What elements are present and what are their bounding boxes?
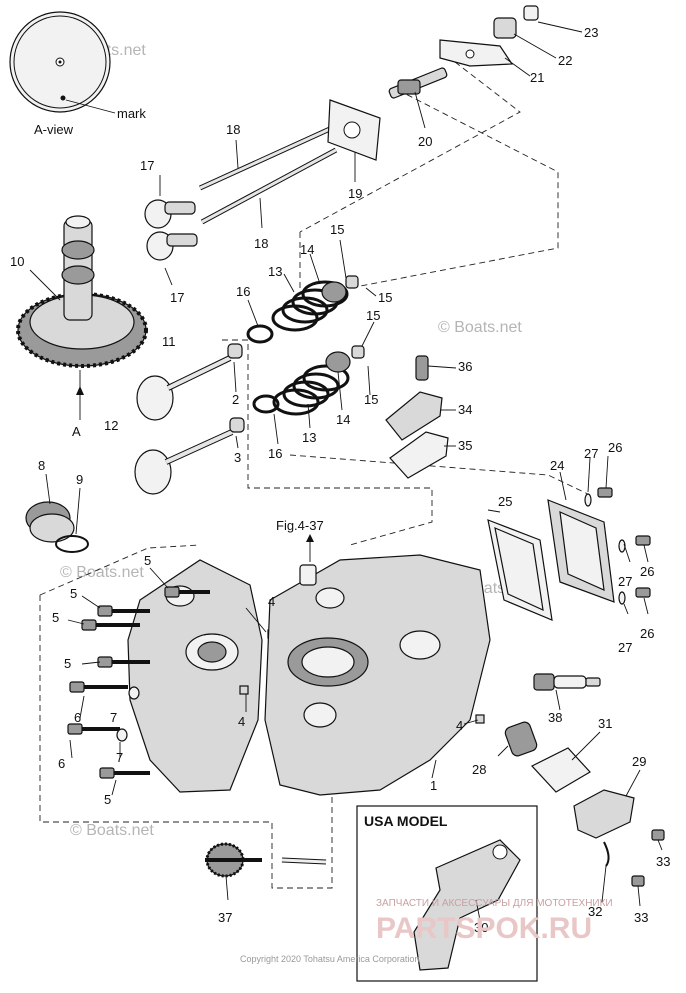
callout-16b: 16	[268, 446, 282, 461]
callout-13a: 13	[268, 264, 282, 279]
callout-15b: 15	[378, 290, 392, 305]
callout-32: 32	[588, 904, 602, 919]
callout-27a: 27	[584, 446, 598, 461]
callout-5e: 5	[104, 792, 111, 807]
callout-5b: 5	[70, 586, 77, 601]
callout-26a: 26	[608, 440, 622, 455]
callout-9: 9	[76, 472, 83, 487]
usa-model-label: USA MODEL	[364, 813, 448, 829]
callout-37: 37	[218, 910, 232, 925]
callout-15c: 15	[366, 308, 380, 323]
callout-27b: 27	[618, 574, 632, 589]
mark-label: mark	[117, 106, 146, 121]
callout-21: 21	[530, 70, 544, 85]
callout-36: 36	[458, 359, 472, 374]
callout-5d: 5	[64, 656, 71, 671]
usa-model-inset: USA MODEL	[356, 805, 538, 982]
copyright-text: Copyright 2020 Tohatsu America Corporati…	[240, 954, 419, 964]
a-view-detail: mark A-view	[9, 11, 146, 137]
callout-4a: 4	[268, 594, 275, 609]
callout-35: 35	[458, 438, 472, 453]
callout-7a: 7	[110, 710, 117, 725]
watermark: © Boats.net	[438, 319, 522, 336]
callout-numbers: 23 22 21 20 19 18 18 17 17 10 15 15 15 1…	[10, 25, 670, 935]
bolts-left	[67, 586, 485, 779]
callout-20: 20	[418, 134, 432, 149]
spark-plug	[533, 673, 601, 691]
callout-18b: 18	[254, 236, 268, 251]
callout-13b: 13	[302, 430, 316, 445]
callout-26c: 26	[640, 626, 654, 641]
tappets	[144, 199, 198, 261]
valve-springs	[246, 275, 365, 416]
callout-14b: 14	[336, 412, 350, 427]
callout-26b: 26	[640, 564, 654, 579]
callout-29: 29	[632, 754, 646, 769]
callout-4c: 4	[456, 718, 463, 733]
callout-31: 31	[598, 716, 612, 731]
camshaft-gear	[16, 215, 148, 420]
timing-mark-dot	[60, 95, 66, 101]
assembly-dashed-lines	[39, 61, 591, 889]
callout-2: 2	[232, 392, 239, 407]
callout-15d: 15	[364, 392, 378, 407]
callout-3: 3	[234, 450, 241, 465]
callout-18a: 18	[226, 122, 240, 137]
oil-filler-cap	[25, 501, 89, 553]
watermark: © Boats.net	[70, 822, 154, 839]
callout-6b: 6	[58, 756, 65, 771]
callout-24: 24	[550, 458, 564, 473]
branding: ЗАПЧАСТИ И АКСЕССУАРЫ ДЛЯ МОТОТЕХНИКИ PA…	[240, 898, 613, 964]
watermark: © Boats.net	[60, 564, 144, 581]
callout-22: 22	[558, 53, 572, 68]
valves	[134, 343, 245, 495]
crankcase-cover	[127, 559, 263, 793]
leader-lines	[29, 21, 663, 921]
callout-38: 38	[548, 710, 562, 725]
fig-ref-label: Fig.4-37	[276, 518, 324, 533]
callout-34: 34	[458, 402, 472, 417]
dealer-logo: PARTSPOK.RU	[376, 912, 592, 945]
callout-8: 8	[38, 458, 45, 473]
dealer-caption: ЗАПЧАСТИ И АКСЕССУАРЫ ДЛЯ МОТОТЕХНИКИ	[376, 898, 613, 909]
callout-14a: 14	[300, 242, 314, 257]
callout-33b: 33	[634, 910, 648, 925]
callout-4b: 4	[238, 714, 245, 729]
guide-plate	[327, 99, 381, 161]
callout-19: 19	[348, 186, 362, 201]
callout-25: 25	[498, 494, 512, 509]
callout-11: 11	[162, 334, 176, 349]
governor-gear	[205, 842, 327, 878]
side-cover-set	[487, 487, 651, 621]
callout-27c: 27	[618, 640, 632, 655]
cylinder-block	[264, 534, 491, 796]
a-letter: A	[72, 424, 81, 439]
callout-1: 1	[430, 778, 437, 793]
callout-12: 12	[104, 418, 118, 433]
thermostat-assembly	[504, 721, 665, 887]
pushrods	[198, 125, 338, 225]
callout-33a: 33	[656, 854, 670, 869]
callout-17b: 17	[170, 290, 184, 305]
breather-cover	[385, 355, 449, 479]
callout-16a: 16	[236, 284, 250, 299]
callout-5c: 5	[52, 610, 59, 625]
callout-15a: 15	[330, 222, 344, 237]
callout-28: 28	[472, 762, 486, 777]
callout-23: 23	[584, 25, 598, 40]
callout-5a: 5	[144, 553, 151, 568]
callout-10: 10	[10, 254, 24, 269]
callout-30: 30	[474, 920, 488, 935]
callout-7b: 7	[116, 750, 123, 765]
callout-6a: 6	[74, 710, 81, 725]
callout-17a: 17	[140, 158, 154, 173]
a-view-label: A-view	[34, 122, 74, 137]
upper-fittings	[388, 5, 539, 99]
